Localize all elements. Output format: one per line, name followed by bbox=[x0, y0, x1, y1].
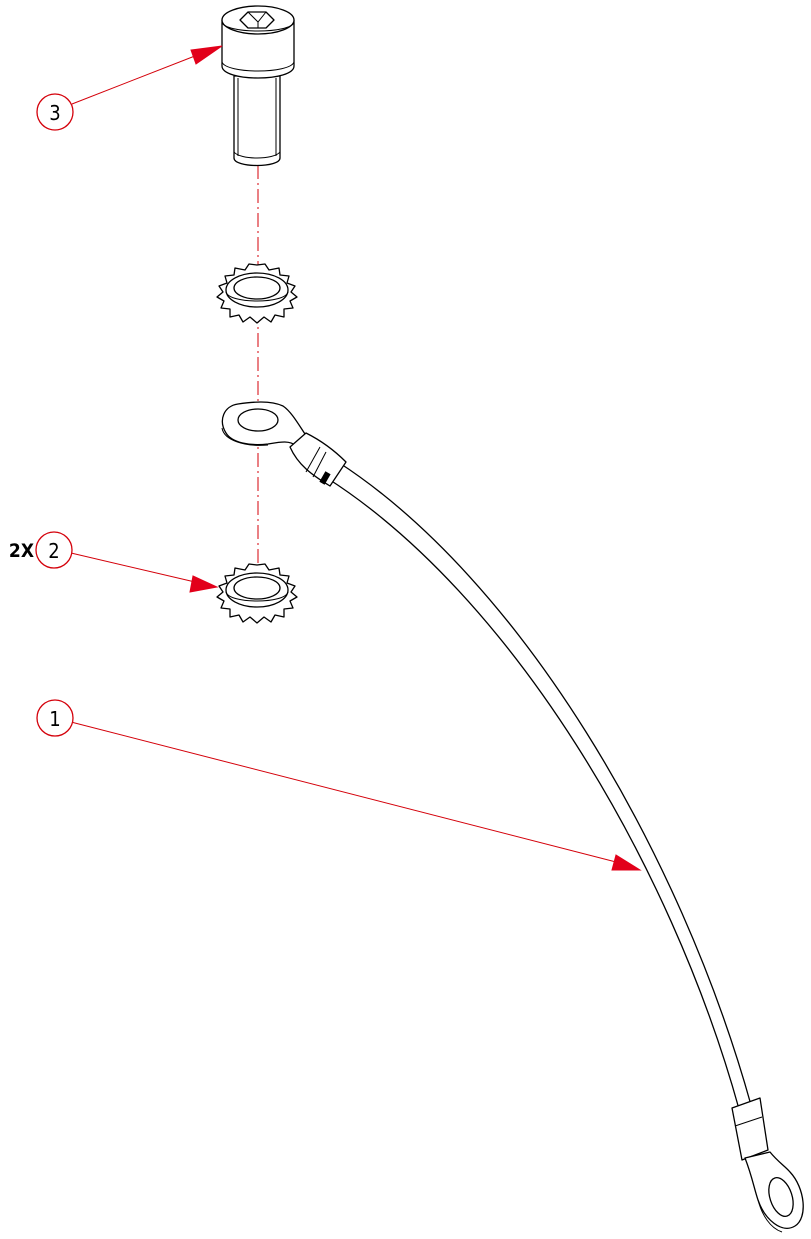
balloon-3-label: 3 bbox=[49, 101, 60, 125]
balloon-2-label: 2 bbox=[48, 539, 59, 563]
cable-jacket bbox=[326, 461, 752, 1110]
socket-head-cap-screw bbox=[221, 5, 295, 167]
quantity-label: 2X bbox=[9, 540, 34, 562]
lock-washer-lower bbox=[216, 563, 298, 624]
hex-socket bbox=[239, 11, 275, 29]
balloon-2 bbox=[35, 531, 73, 569]
callout-3: 3 bbox=[36, 45, 223, 131]
leader-line-3 bbox=[71, 53, 201, 105]
arrowhead-2 bbox=[189, 575, 219, 593]
bottom-ring-terminal bbox=[731, 1097, 804, 1233]
callout-2: 2 2X bbox=[9, 531, 219, 593]
arrowhead-1 bbox=[611, 854, 642, 871]
balloon-1 bbox=[36, 699, 74, 737]
leader-line-2 bbox=[70, 552, 196, 583]
ground-cable bbox=[221, 401, 804, 1233]
lock-washer-upper bbox=[216, 263, 298, 324]
balloon-3 bbox=[36, 93, 74, 131]
leader-line-1 bbox=[70, 721, 617, 863]
callout-1: 1 bbox=[36, 699, 642, 871]
balloon-1-label: 1 bbox=[49, 707, 60, 731]
top-ring-terminal bbox=[221, 401, 347, 487]
arrowhead-3 bbox=[190, 45, 223, 65]
